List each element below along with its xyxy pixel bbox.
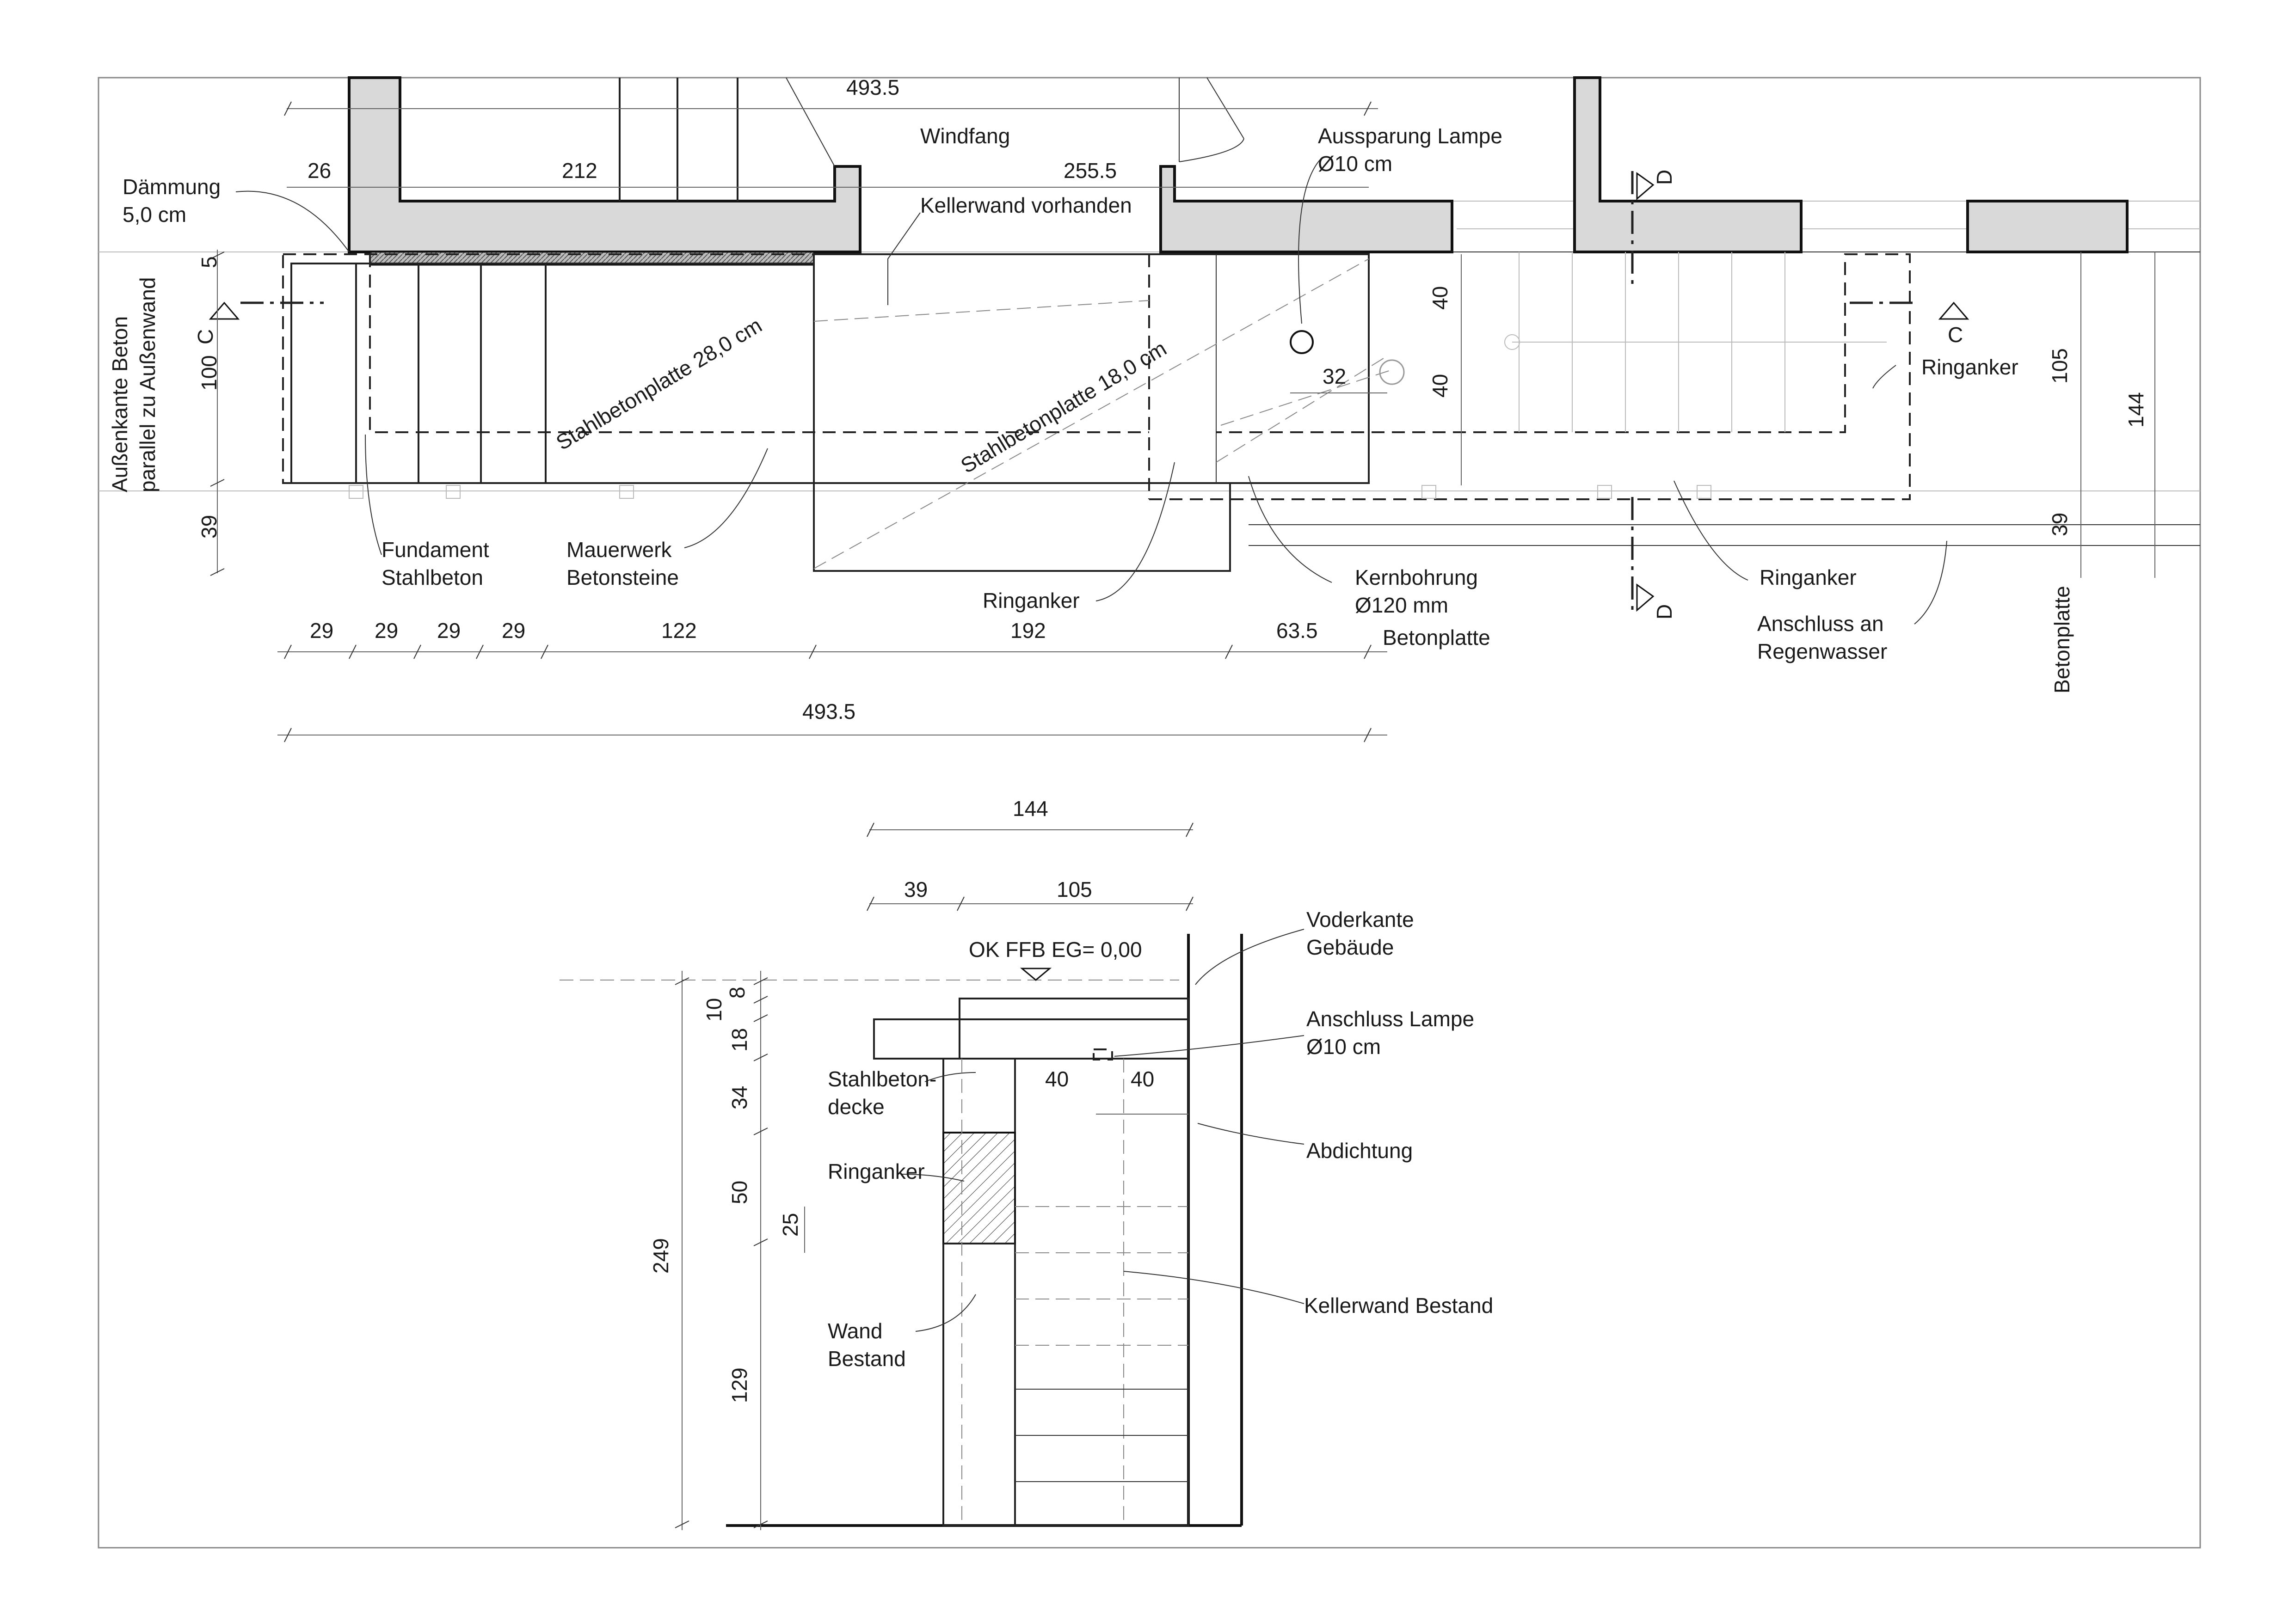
plan-view: Windfang Kellerwand vorhanden Aussparung…	[98, 75, 2200, 742]
label-kellerwand-vorhanden: Kellerwand vorhanden	[920, 193, 1132, 217]
label-ringanker-plan-right: Ringanker	[1921, 355, 2018, 379]
label-wand-bestand: Bestand	[828, 1347, 906, 1371]
sdim-40-b: 40	[1131, 1067, 1154, 1091]
label-section-c-left: C	[193, 329, 217, 344]
sdim-25: 25	[778, 1213, 802, 1237]
dim-29-b: 29	[375, 619, 398, 643]
dim-40-b: 40	[1428, 374, 1452, 398]
label-anschluss-lampe-dia: Ø10 cm	[1306, 1035, 1381, 1059]
dim-40-a: 40	[1428, 286, 1452, 310]
label-anschluss-regenwasser: Regenwasser	[1757, 639, 1887, 663]
section-c-left-marker	[209, 301, 240, 320]
sdim-144: 144	[1013, 797, 1048, 821]
sdim-8: 8	[725, 987, 749, 999]
label-ringanker-plan-left: Ringanker	[983, 588, 1080, 613]
section-d-top-marker	[1636, 172, 1655, 201]
stair-lines	[1504, 252, 1887, 432]
dim-39-right: 39	[2048, 513, 2072, 536]
section-view: OK FFB EG= 0,00 Voderkante Gebäude Ansch…	[560, 797, 1493, 1530]
dim-212: 212	[562, 159, 597, 183]
ringanker-hatch	[942, 1132, 1016, 1244]
label-mauerwerk: Mauerwerk	[566, 538, 672, 562]
label-fundament: Fundament	[381, 538, 489, 562]
sdim-129: 129	[727, 1367, 751, 1403]
label-windfang: Windfang	[920, 124, 1010, 148]
dim-39: 39	[197, 515, 221, 539]
label-ok-ffb: OK FFB EG= 0,00	[969, 938, 1142, 962]
label-aussenkante-1: Außenkante Beton	[108, 316, 132, 492]
dim-29-a: 29	[310, 619, 333, 643]
dim-32: 32	[1323, 364, 1346, 388]
dim-5: 5	[197, 256, 221, 268]
existing-wall-middle	[1159, 165, 1453, 253]
sdim-249: 249	[649, 1238, 673, 1274]
label-kernbohrung-dia: Ø120 mm	[1355, 593, 1448, 617]
label-daemmung: Dämmung	[123, 175, 221, 199]
dim-100: 100	[197, 355, 221, 391]
label-ringanker-section: Ringanker	[828, 1159, 925, 1183]
label-anschluss-lampe: Anschluss Lampe	[1306, 1007, 1474, 1031]
label-aussenkante-2: parallel zu Außenwand	[135, 277, 160, 492]
dim-192: 192	[1010, 619, 1046, 643]
section-leaders	[901, 929, 1304, 1332]
dim-bottom-4935: 493.5	[802, 699, 855, 723]
label-abdichtung: Abdichtung	[1306, 1139, 1413, 1163]
label-ringanker-plan-mid: Ringanker	[1760, 565, 1857, 589]
label-betonplatte-v: Betonplatte	[2050, 586, 2074, 693]
section-d-bottom-marker	[1636, 583, 1655, 612]
label-aussparung-lampe: Aussparung Lampe	[1318, 124, 1502, 148]
dim-105: 105	[2048, 348, 2072, 384]
sdim-40-a: 40	[1045, 1067, 1069, 1091]
existing-wall-far-right	[1966, 200, 2129, 253]
level-marker	[1020, 968, 1052, 981]
sdim-10: 10	[702, 998, 726, 1022]
section-c-right-marker	[1938, 301, 1969, 320]
label-section-c-right: C	[1948, 323, 1963, 347]
sdim-39: 39	[904, 877, 928, 901]
label-fundament-stahlbeton: Stahlbeton	[381, 565, 483, 589]
dim-2555: 255.5	[1064, 159, 1117, 183]
label-aussparung-lampe-dia: Ø10 cm	[1318, 152, 1392, 176]
label-stahlbetondecke: Stahlbeton-	[828, 1067, 936, 1091]
existing-wall-left	[348, 76, 861, 253]
dim-top-4935: 493.5	[846, 75, 899, 99]
sdim-18: 18	[727, 1028, 751, 1052]
section-dimensions	[675, 822, 1194, 1530]
sdim-34: 34	[727, 1086, 751, 1109]
existing-wall-right	[1573, 76, 1803, 253]
label-section-d-top: D	[1652, 170, 1676, 185]
label-voderkante: Voderkante	[1306, 907, 1414, 932]
label-section-d-bottom: D	[1652, 604, 1676, 619]
core-drill	[1379, 359, 1405, 385]
dim-635: 63.5	[1276, 619, 1318, 643]
label-stahlbetondecke-2: decke	[828, 1095, 885, 1119]
sdim-50: 50	[727, 1181, 751, 1204]
sheet-border	[98, 77, 2201, 1549]
label-betonplatte-h: Betonplatte	[1383, 625, 1490, 650]
label-daemmung-thickness: 5,0 cm	[123, 202, 186, 227]
dim-29-d: 29	[502, 619, 525, 643]
lamp-recess	[1290, 330, 1314, 354]
label-stahlbetonplatte-18: Stahlbetonplatte 18,0 cm	[956, 336, 1170, 478]
label-anschluss: Anschluss an	[1757, 612, 1884, 636]
label-voderkante-gebaeude: Gebäude	[1306, 935, 1394, 959]
dim-29-c: 29	[437, 619, 461, 643]
sdim-105: 105	[1057, 877, 1092, 901]
plan-dimensions	[210, 101, 2155, 742]
label-kernbohrung: Kernbohrung	[1355, 565, 1478, 589]
label-mauerwerk-betonsteine: Betonsteine	[566, 565, 679, 589]
plan-leaders	[235, 159, 1947, 625]
label-kellerwand-bestand: Kellerwand Bestand	[1304, 1293, 1493, 1318]
dim-26: 26	[308, 159, 331, 183]
dim-144: 144	[2124, 392, 2148, 428]
label-wand: Wand	[828, 1319, 882, 1343]
dim-122: 122	[661, 619, 697, 643]
label-stahlbetonplatte-28: Stahlbetonplatte 28,0 cm	[552, 313, 766, 455]
